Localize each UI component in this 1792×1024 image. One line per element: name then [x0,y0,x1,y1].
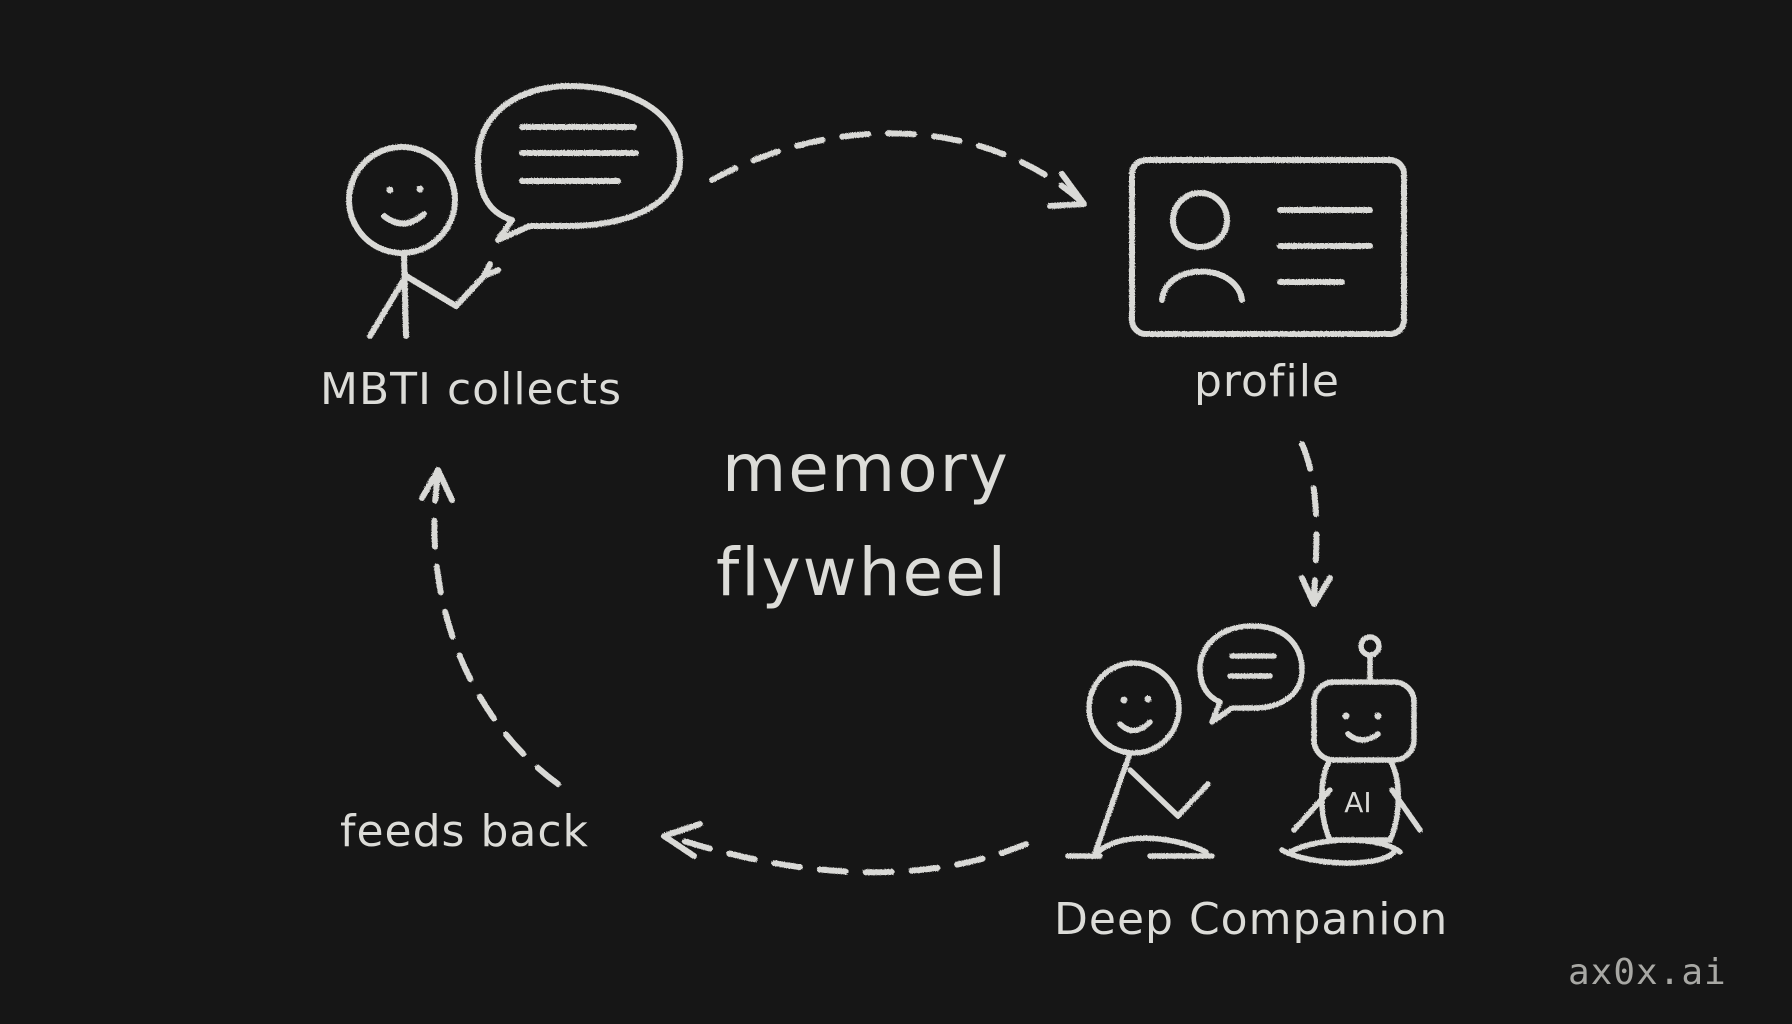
node-label-deep-companion: Deep Companion [1054,894,1449,945]
watermark: ax0x.ai [1568,952,1727,993]
flow-arrow-profile-to-companion [1299,441,1333,607]
companion-chat-icon [1065,623,1423,866]
robot-ai-badge: AI [1344,786,1371,819]
node-label-mbti-collects: MBTI collects [320,364,622,415]
center-title-line-2: flywheel [716,534,1008,611]
node-label-profile: profile [1194,356,1340,407]
flow-arrow-companion-to-feedback [661,821,1029,876]
stick-figure-speech-icon [346,83,683,339]
node-label-feeds-back: feeds back [340,806,590,857]
flow-arrow-feedback-to-collect [419,467,561,787]
center-title-line-1: memory [722,430,1010,507]
profile-card-icon [1129,157,1407,337]
flow-arrow-collect-to-profile [709,130,1087,209]
